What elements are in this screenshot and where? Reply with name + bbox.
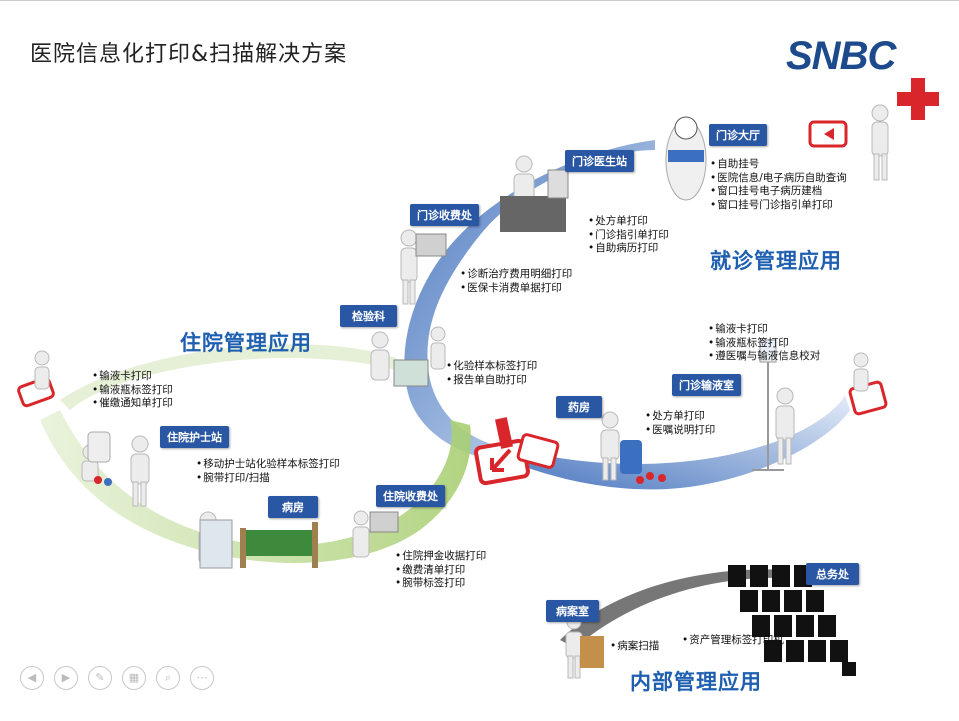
desk-graphic [500,196,566,232]
section-outpatient: 就诊管理应用 [710,249,842,273]
page-title: 医院信息化打印&扫描解决方案 [30,42,348,67]
tag-menzhen-shoufei: 门诊收费处 [410,204,479,226]
list-zhuyuan-shoufei: 住院押金收据打印 缴费清单打印 腕带标签打印 [395,550,486,591]
tag-bingan: 病案室 [546,600,599,622]
flow-band-green [40,410,471,563]
more-icon[interactable]: ⋯ [190,666,214,690]
list-bingan: 病案扫描 [610,640,659,654]
tag-zongwu: 总务处 [806,563,859,585]
red-cross-h [897,92,939,106]
prev-icon[interactable]: ◀ [20,666,44,690]
tag-jianyanke: 检验科 [340,305,397,327]
top-border [0,0,959,1]
list-menzhen-shuye: 输液卡打印 输液瓶标签打印 遵医嘱与输液信息校对 [708,323,820,364]
tag-menzhen-dating: 门诊大厅 [709,124,767,146]
snbc-logo: SNBC [786,34,896,78]
list-jianyanke: 化验样本标签打印 报告单自助打印 [446,360,537,387]
list-menzhen-yisheng: 处方单打印 门诊指引单打印 自助病历打印 [588,215,669,256]
next-icon[interactable]: ▶ [54,666,78,690]
slides-icon[interactable]: ▦ [122,666,146,690]
section-inpatient: 住院管理应用 [180,331,312,355]
section-internal: 内部管理应用 [630,670,762,694]
pen-icon[interactable]: ✎ [88,666,112,690]
tag-zhuyuan-hushi: 住院护士站 [160,426,229,448]
list-zongwu: 资产管理标签打印机 [682,634,784,648]
tag-yaofang: 药房 [556,396,602,418]
list-menzhen-shoufei: 诊断治疗费用明细打印 医保卡消费单据打印 [460,268,572,295]
tag-bingfang: 病房 [268,496,318,518]
list-zhuyuan-left: 输液卡打印 输液瓶标签打印 催缴通知单打印 [92,370,173,411]
list-yaofang: 处方单打印 医嘱说明打印 [645,410,715,437]
tag-menzhen-yisheng: 门诊医生站 [565,150,634,172]
list-menzhen-dating: 自助挂号 医院信息/电子病历自助查询 窗口挂号电子病历建档 窗口挂号门诊指引单打… [710,158,847,212]
zoom-icon[interactable]: ⌕ [156,666,180,690]
list-zhuyuan-hushi: 移动护士站化验样本标签打印 腕带打印/扫描 [196,458,340,485]
tag-menzhen-shuye: 门诊输液室 [672,374,741,396]
tag-zhuyuan-shoufei: 住院收费处 [376,485,445,507]
